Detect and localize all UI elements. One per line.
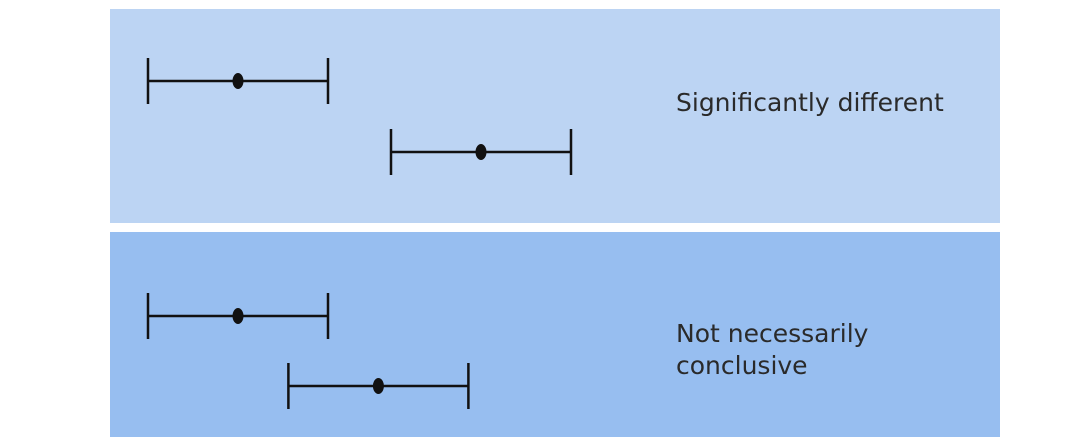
mean-point [232,308,244,324]
confidence-interval [389,129,573,175]
mean-point [475,144,487,160]
panel-label: Not necessarily conclusive [676,318,868,382]
error-bars-significant [146,58,573,175]
confidence-interval [287,363,470,409]
panel-not-conclusive: Not necessarily conclusive [110,232,1000,437]
error-bars-not-conclusive [146,293,470,409]
mean-point [372,378,384,394]
panel-label-line: conclusive [676,351,808,380]
panel-label-line: Significantly different [676,88,944,117]
confidence-interval [146,293,330,339]
panel-significantly-different: Significantly different [110,9,1000,223]
mean-point [232,73,244,89]
confidence-interval [146,58,330,104]
panel-label-line: Not necessarily [676,319,869,348]
panel-label: Significantly different [676,87,944,119]
